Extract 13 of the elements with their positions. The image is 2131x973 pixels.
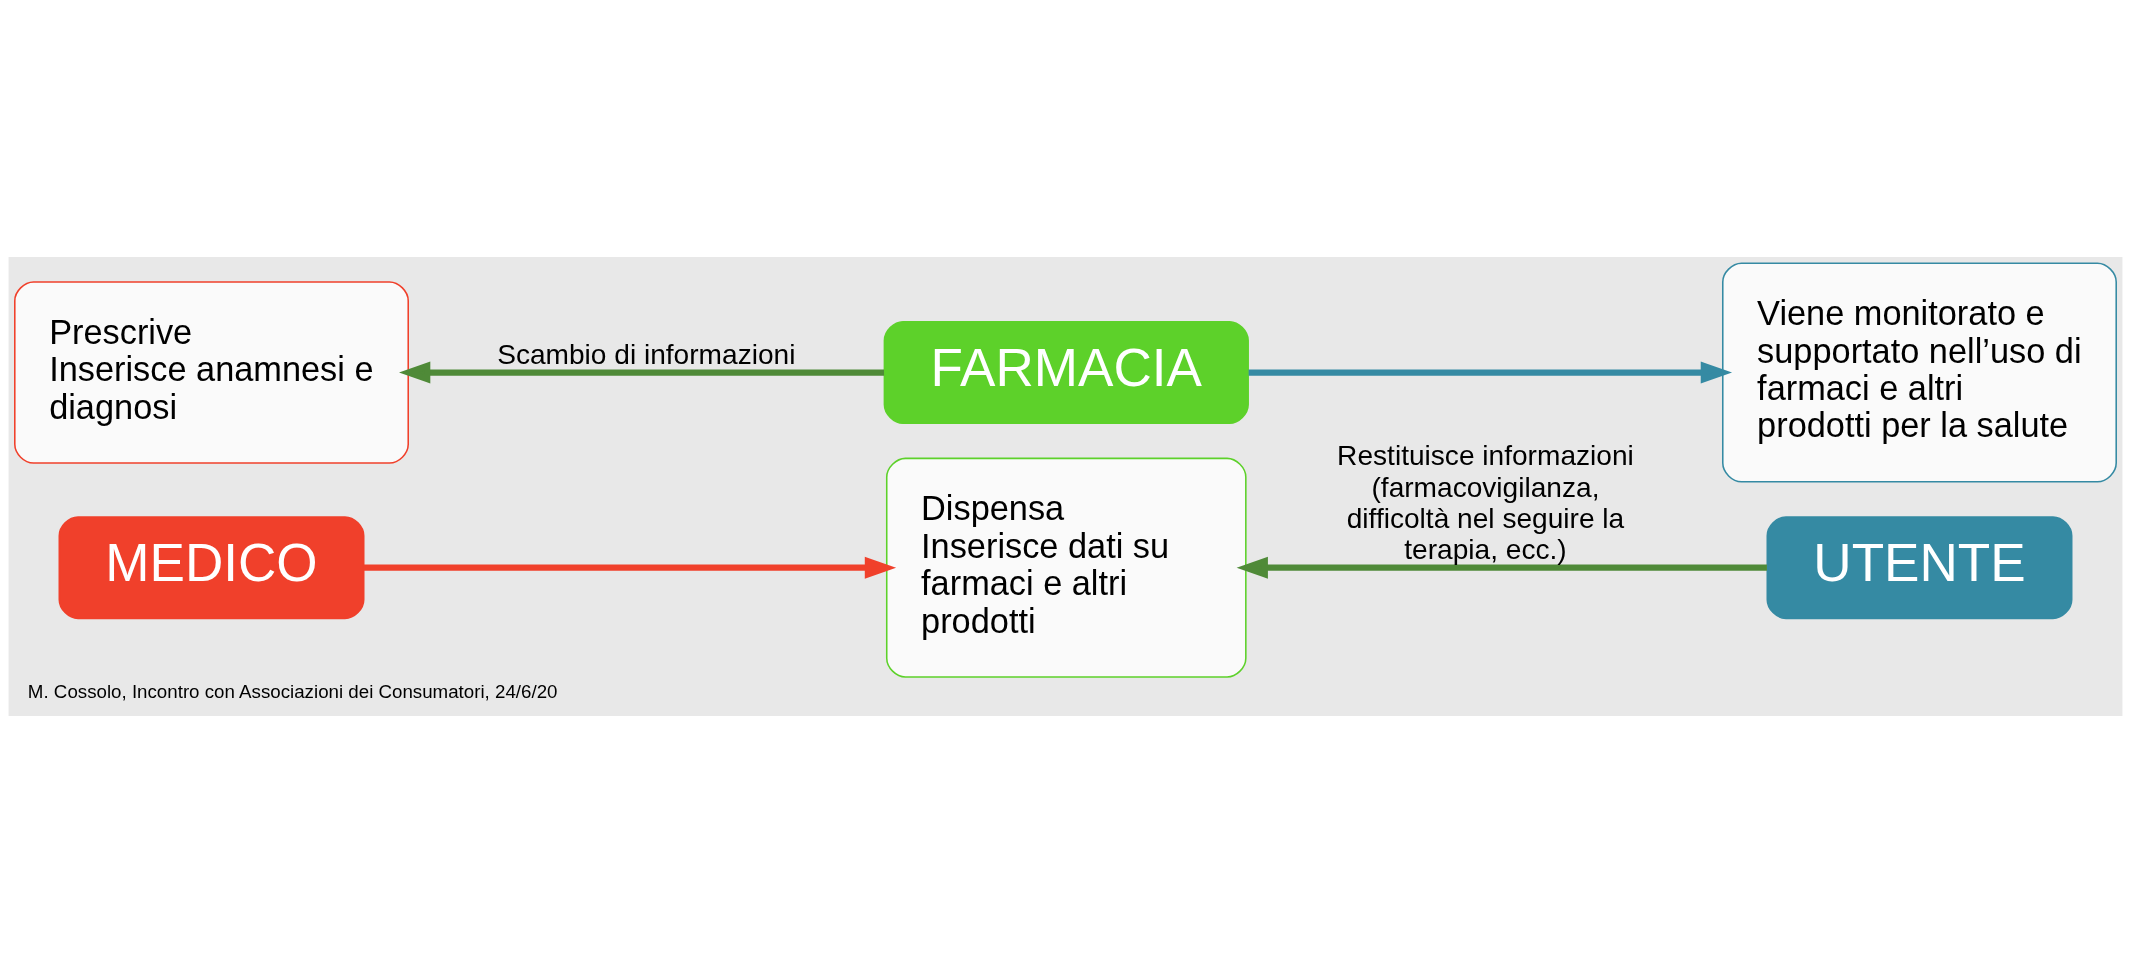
arrow xyxy=(1236,556,1767,579)
arrow xyxy=(363,556,897,579)
edge-label: Scambio di informazioni xyxy=(497,338,796,370)
caption: M. Cossolo, Incontro con Associazioni dei Consumatori, 24/6/20 xyxy=(27,681,558,703)
arrow xyxy=(399,361,885,384)
edge-label: Restituisce informazioni (farmacovigilanza, difficoltà nel seguire la terapia, ecc.) xyxy=(1337,440,1634,565)
arrow xyxy=(1248,361,1733,384)
node-box: UTENTE xyxy=(1766,516,2073,620)
node-box: MEDICO xyxy=(58,516,365,620)
node-box: Prescrive Inserisce anamnesi e diagnosi xyxy=(14,281,409,464)
node-box: FARMACIA xyxy=(883,321,1249,425)
node-box: Dispensa Inserisce dati su farmaci e altri prodotti xyxy=(885,457,1247,678)
node-box: Viene monitorato e supportato nell’uso di farmaci e altri prodotti per la salute xyxy=(1722,262,2117,483)
